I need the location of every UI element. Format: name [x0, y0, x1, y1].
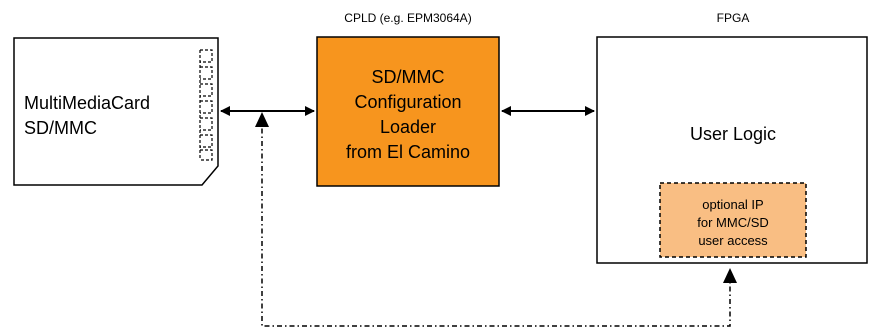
sd-card-pins	[199, 49, 213, 161]
sd-card: MultiMediaCard SD/MMC	[13, 37, 219, 186]
cpld-line-4: from El Camino	[346, 142, 470, 162]
sd-card-label-line2: SD/MMC	[24, 118, 97, 138]
cpld-block: SD/MMC Configuration Loader from El Cami…	[316, 36, 500, 187]
optional-ip-line-1: optional IP	[702, 197, 763, 212]
cpld-box	[316, 36, 500, 187]
fpga-user-logic-label: User Logic	[690, 124, 776, 144]
cpld-line-1: SD/MMC	[372, 67, 445, 87]
fpga-title: FPGA	[717, 11, 750, 25]
cpld-title: CPLD (e.g. EPM3064A)	[344, 11, 471, 25]
sd-card-label-line1: MultiMediaCard	[24, 93, 150, 113]
optional-ip-box	[659, 182, 807, 258]
optional-access-arrowhead-left	[255, 112, 269, 127]
optional-ip-line-2: for MMC/SD	[697, 215, 769, 230]
fpga-block: User Logic optional IP for MMC/SD user a…	[596, 36, 868, 264]
cpld-line-3: Loader	[380, 117, 436, 137]
optional-ip-line-3: user access	[698, 233, 768, 248]
optional-access-dashed-line	[261, 116, 731, 327]
optional-access-arrowhead-right	[723, 268, 737, 283]
cpld-line-2: Configuration	[354, 92, 461, 112]
optional-access-path	[255, 112, 737, 327]
sd-card-outline	[13, 37, 219, 186]
